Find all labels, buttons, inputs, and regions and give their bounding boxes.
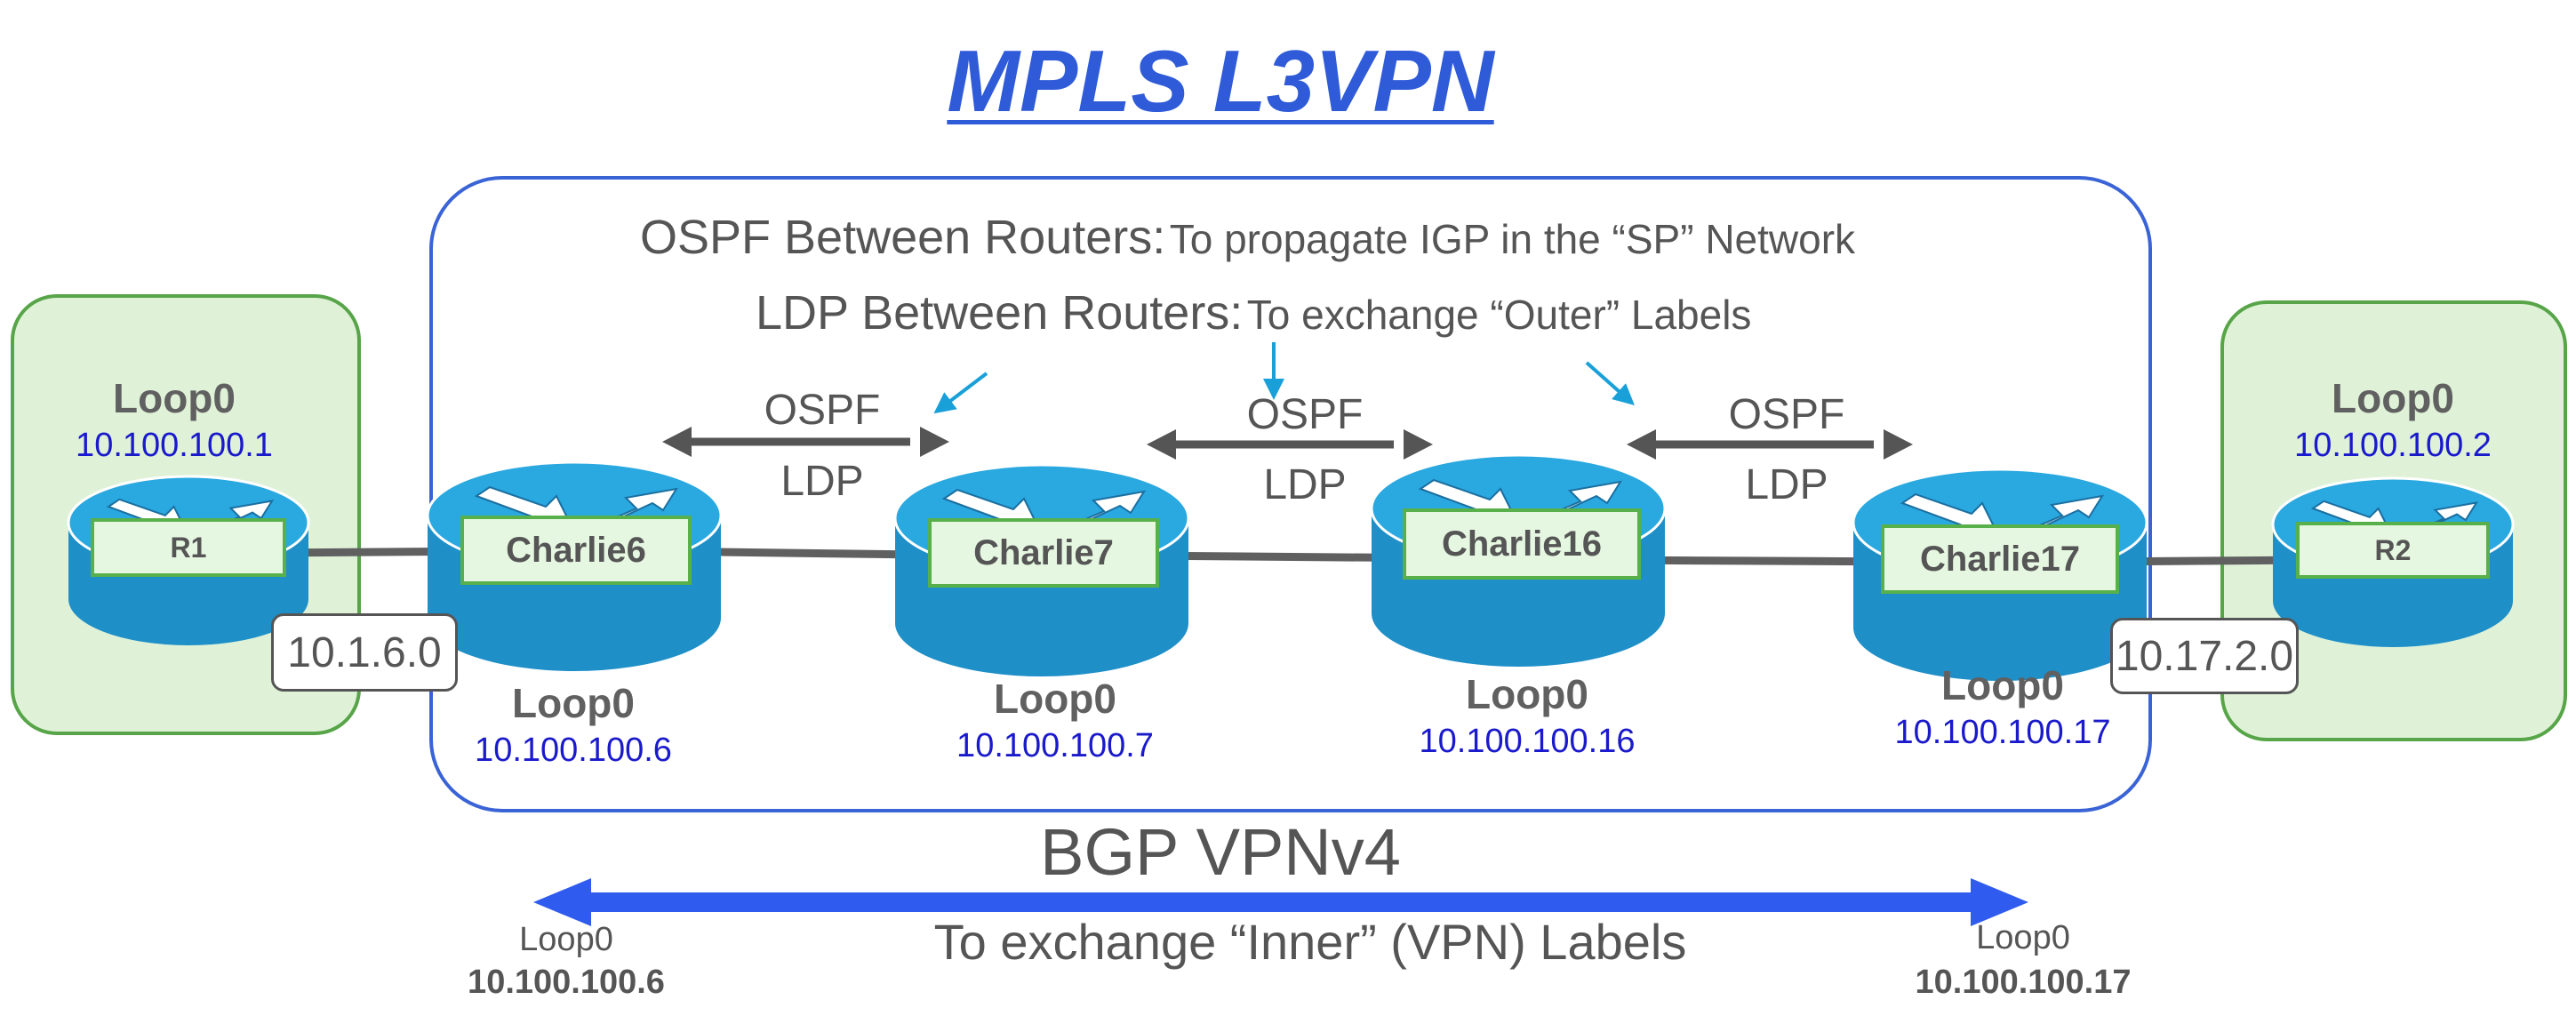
link-3-ldp-label: LDP (1745, 461, 1828, 508)
charlie16-loop-label: Loop0 (1466, 671, 1588, 717)
right-edge-subnet: 10.17.2.0 (2110, 618, 2299, 694)
r1-loop-label: Loop0 (113, 375, 236, 421)
charlie6-loop-ip: 10.100.100.6 (475, 732, 672, 769)
bgp-vpnv4-arrow (533, 878, 2028, 926)
ldp-description: LDP Between Routers: To exchange “Outer”… (756, 289, 1751, 337)
bgp-right-loop-ip: 10.100.100.17 (1915, 964, 2132, 1001)
ospf-heading: OSPF Between Routers: (640, 211, 1166, 264)
router-charlie16-name: Charlie16 (1403, 508, 1641, 580)
pointer-arrow-left (933, 372, 988, 414)
router-charlie17-name: Charlie17 (1881, 524, 2119, 594)
r1-loop-ip: 10.100.100.1 (76, 427, 273, 464)
router-charlie7-name: Charlie7 (928, 518, 1159, 588)
router-charlie6-name: Charlie6 (460, 516, 692, 585)
left-edge-subnet: 10.1.6.0 (271, 613, 458, 692)
pointer-arrow-right (1585, 361, 1635, 405)
adjacency-arrow-1 (662, 427, 949, 457)
bgp-subtitle: To exchange “Inner” (VPN) Labels (933, 914, 1687, 970)
bgp-left-loop-ip: 10.100.100.6 (468, 964, 665, 1001)
link-2-ldp-label: LDP (1263, 461, 1347, 508)
link-2-ospf-label: OSPF (1246, 391, 1364, 438)
bgp-left-loop-label: Loop0 (519, 921, 613, 958)
bgp-title: BGP VPNv4 (1040, 815, 1401, 889)
page-title: MPLS L3VPN (947, 32, 1494, 130)
adjacency-arrow-2 (1147, 429, 1433, 460)
charlie17-loop-ip: 10.100.100.17 (1894, 714, 2111, 751)
router-r2-name: R2 (2296, 522, 2490, 579)
router-r1-name: R1 (91, 518, 286, 577)
ospf-explanation: To propagate IGP in the “SP” Network (1169, 216, 1856, 262)
link-1-ldp-label: LDP (780, 458, 864, 505)
ospf-description: OSPF Between Routers: To propagate IGP i… (640, 213, 1855, 261)
bgp-right-loop-label: Loop0 (1976, 919, 2070, 956)
link-3-ospf-label: OSPF (1728, 391, 1845, 438)
link-1-ospf-label: OSPF (764, 387, 881, 434)
r2-loop-ip: 10.100.100.2 (2294, 427, 2492, 464)
charlie17-loop-label: Loop0 (1941, 662, 2064, 708)
ldp-explanation: To exchange “Outer” Labels (1246, 292, 1752, 338)
charlie16-loop-ip: 10.100.100.16 (1419, 723, 1636, 760)
r2-loop-label: Loop0 (2332, 375, 2454, 421)
adjacency-arrow-3 (1627, 429, 1913, 460)
sp-network-region (429, 176, 2152, 812)
charlie6-loop-label: Loop0 (512, 680, 635, 726)
charlie7-loop-label: Loop0 (994, 676, 1116, 722)
charlie7-loop-ip: 10.100.100.7 (956, 727, 1154, 764)
ldp-heading: LDP Between Routers: (756, 286, 1244, 340)
